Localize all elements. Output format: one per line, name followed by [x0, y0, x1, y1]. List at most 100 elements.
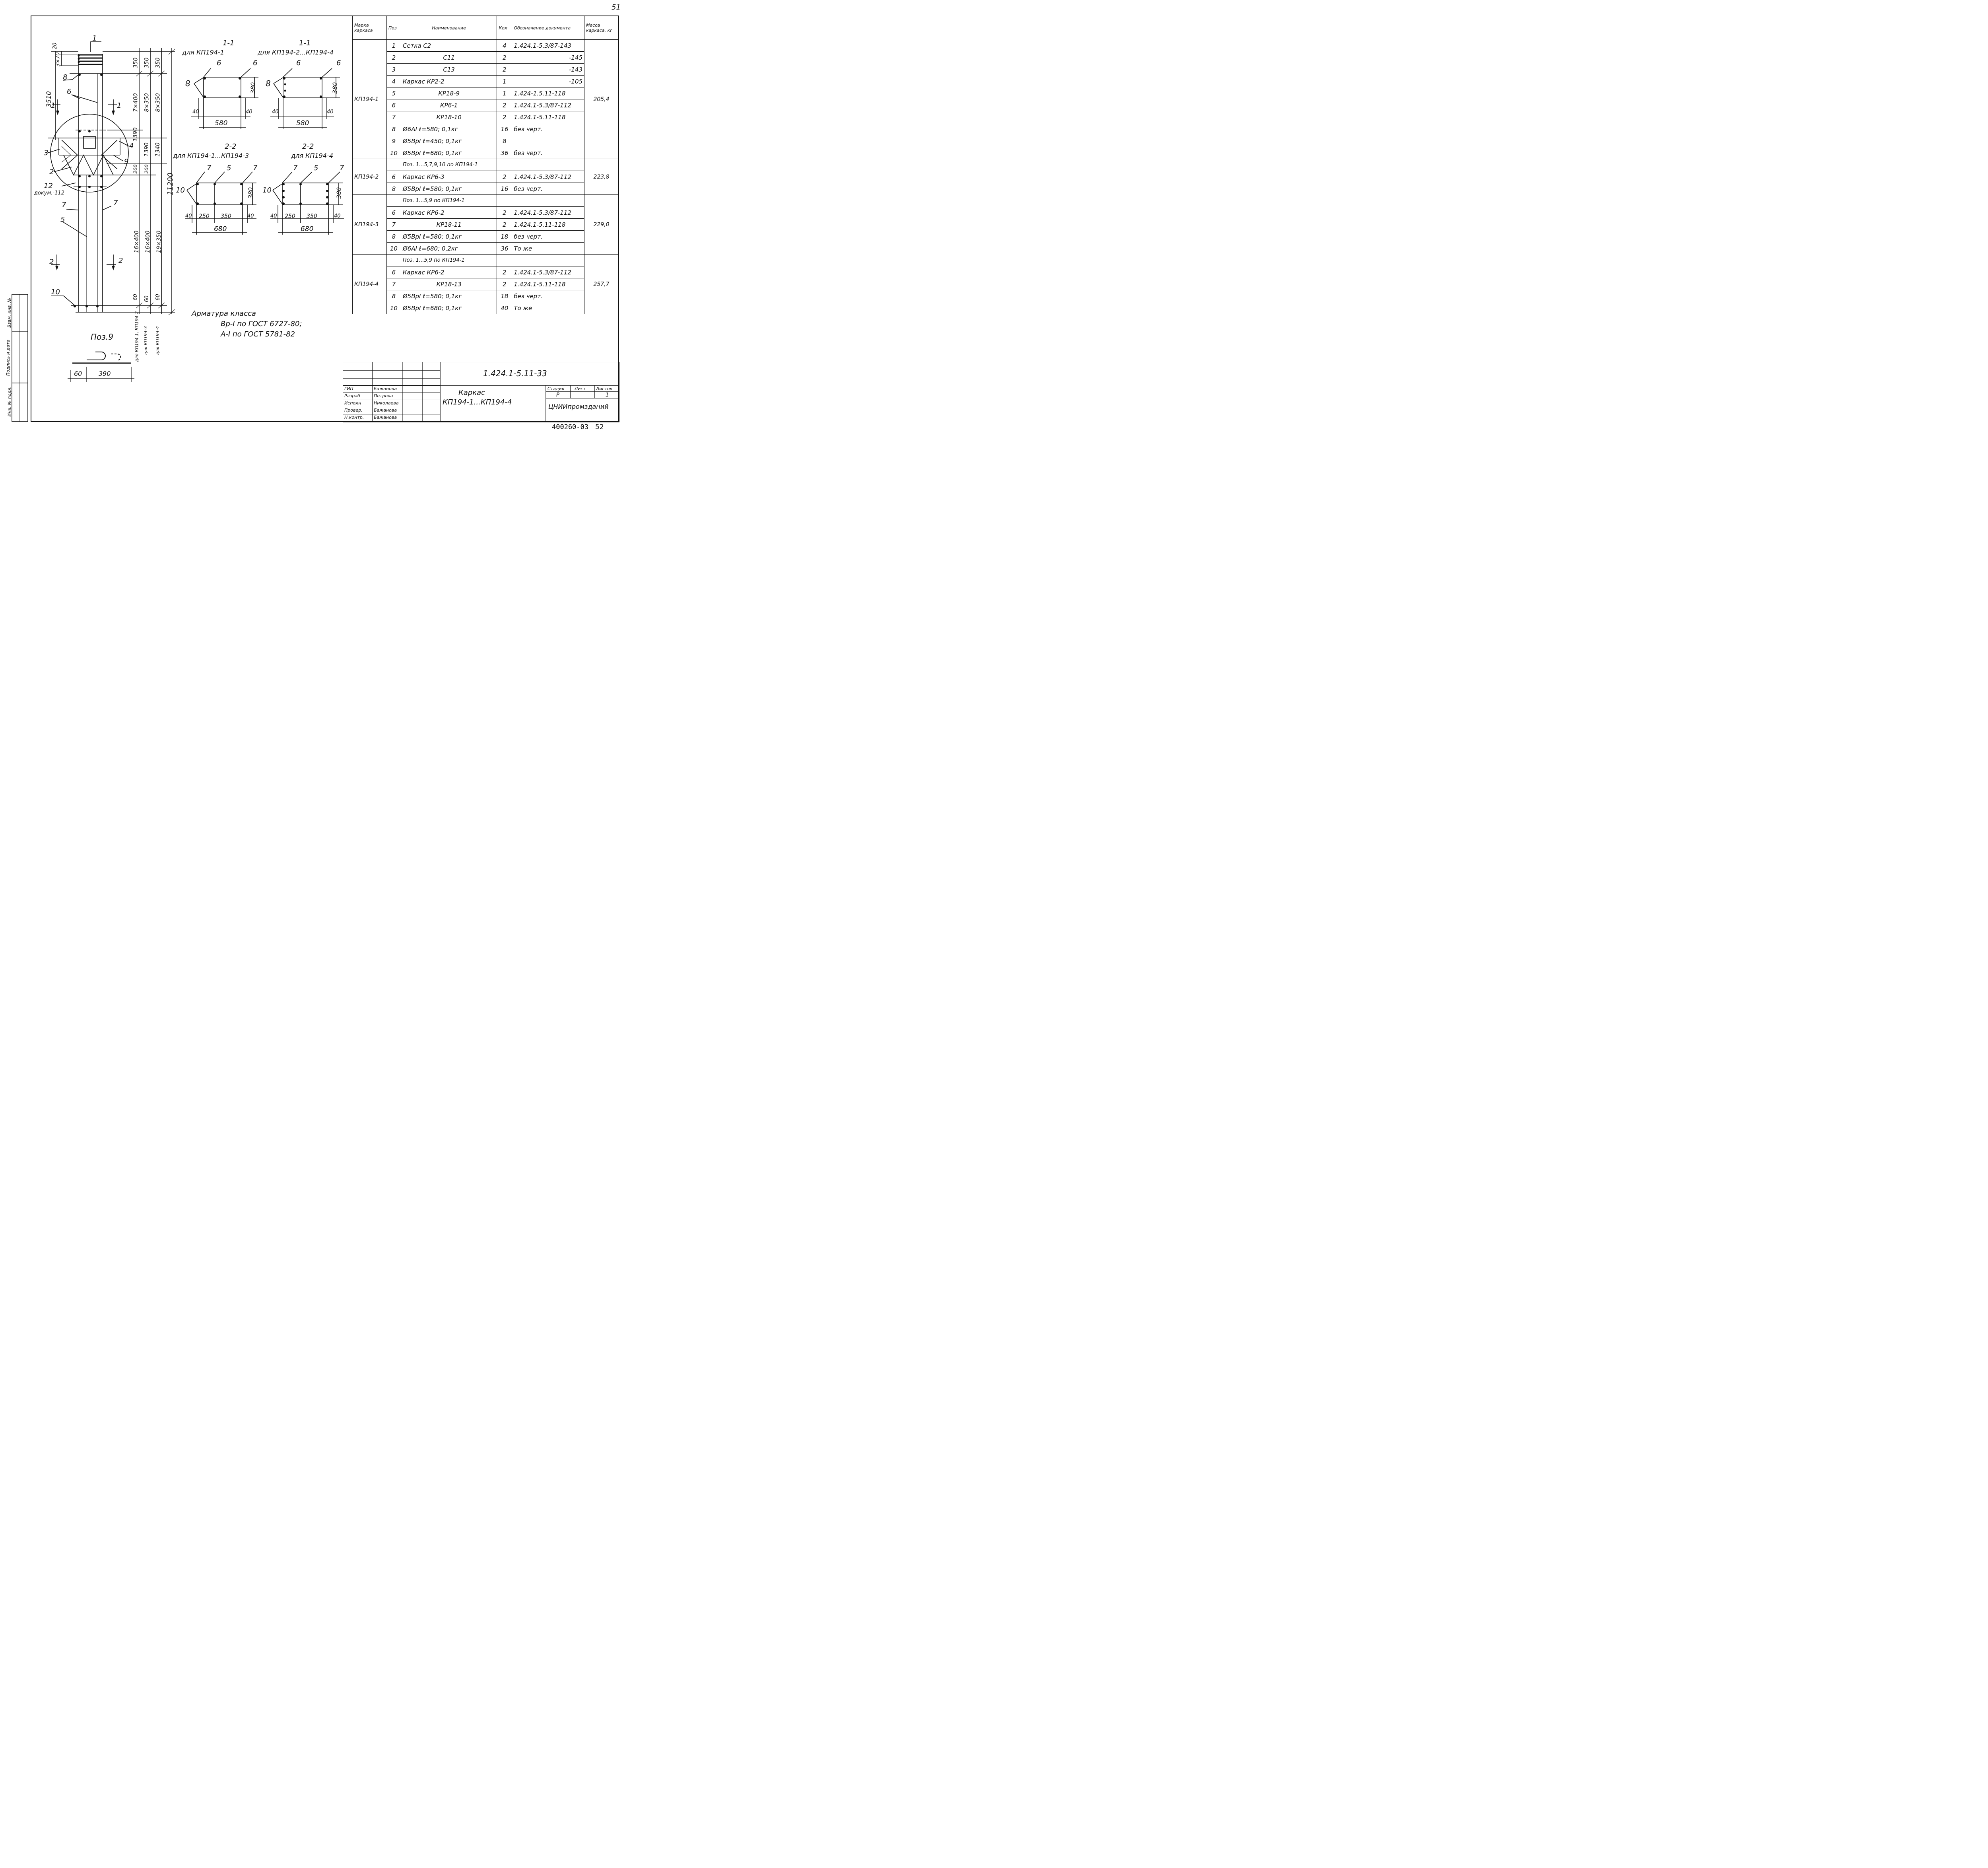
- cell-doc: 1.424.1-5.11-118: [512, 218, 585, 231]
- cell-qty: 18: [497, 290, 513, 302]
- note-rebar-a1: А-I по ГОСТ 5781-82: [221, 330, 295, 338]
- cell-doc: без черт.: [512, 230, 585, 243]
- cell-pos: 2: [386, 51, 401, 64]
- column-label-kp194-3: для КП194-3: [143, 326, 148, 355]
- cell-pos: 7: [386, 218, 401, 231]
- sec-c-dim-40-right: 40: [247, 213, 254, 219]
- cell-name: С11: [400, 51, 497, 64]
- cell-name: КР6-1: [400, 99, 497, 111]
- section-1-left-mark: 1: [51, 101, 56, 110]
- frame-mark-cell: КП194-2: [352, 159, 387, 195]
- sec-c-dim-250: 250: [199, 213, 210, 220]
- signature-row-line: [343, 400, 440, 407]
- cell-doc: без черт.: [512, 183, 585, 195]
- cell-doc: 1.424.1-5.3/87-112: [512, 99, 585, 111]
- spec-header-row: Марка каркаса Поз Наименование Кол Обозн…: [352, 16, 619, 40]
- cell-doc: 1.424.1-5.3/87-112: [512, 266, 585, 278]
- sec-d-lbl7-left: 7: [293, 164, 298, 172]
- sec-c-dim-680: 680: [214, 225, 227, 233]
- pos-9-label: 9: [124, 157, 129, 166]
- cell-name: Поз. 1...5,9 по КП194-1: [400, 254, 497, 266]
- footer-page: 52: [595, 423, 604, 431]
- cell-qty: 18: [497, 230, 513, 243]
- pos-7-right-label: 7: [113, 199, 118, 207]
- signature-role: Исполн: [344, 400, 361, 406]
- dim-60-b: 60: [144, 295, 150, 302]
- sec-b-lbl6-right: 6: [336, 59, 341, 67]
- cell-name: Ø5ВрI ℓ=680; 0,1кг: [400, 302, 497, 314]
- section-2-2-a-title: 2-2: [225, 142, 237, 151]
- document-reference: докум.-112: [34, 190, 64, 196]
- sec-d-dim-40-left: 40: [270, 213, 277, 219]
- cell-pos: 6: [386, 266, 401, 278]
- cell-pos: 10: [386, 302, 401, 314]
- cell-pos: 3: [386, 63, 401, 76]
- cell-qty: 40: [497, 302, 513, 314]
- cell-doc: без черт.: [512, 147, 585, 159]
- cell-qty: 2: [497, 111, 513, 123]
- cell-doc: 1.424.1-5.11-118: [512, 111, 585, 123]
- pos-1-label: 1: [92, 34, 97, 43]
- header-qty: Кол: [497, 16, 513, 40]
- cell-qty: 2: [497, 63, 513, 76]
- section-2-2-a-subtitle: для КП194-1...КП194-3: [173, 152, 249, 159]
- signature-name: Бажанова: [374, 408, 397, 413]
- sec-b-lbl6-left: 6: [296, 59, 301, 67]
- cell-doc: 1.424.1-5.11-118: [512, 278, 585, 290]
- dim-60-c: 60: [155, 294, 161, 301]
- cell-pos: 4: [386, 75, 401, 87]
- pos-4-label: 4: [129, 142, 134, 150]
- cell-doc: 1.424.1-5.3/87-112: [512, 171, 585, 183]
- cell-doc: [512, 135, 585, 147]
- sec-a-dim-40-left: 40: [192, 109, 199, 115]
- cell-pos: [386, 194, 401, 207]
- cell-pos: 5: [386, 87, 401, 99]
- signature-role: Провер.: [344, 408, 363, 413]
- frame-mass-cell: 257,7: [584, 254, 619, 314]
- cell-name: Ø5ВрI ℓ=450; 0,1кг: [400, 135, 497, 147]
- header-doc: Обозначение документа: [512, 16, 585, 40]
- stage-value: Р: [556, 392, 559, 398]
- pos-10-label: 10: [51, 288, 60, 296]
- signature-role: Разраб: [344, 393, 360, 398]
- note-rebar-vr1: Вр-I по ГОСТ 6727-80;: [221, 320, 302, 328]
- cell-doc: 1.424.1-5.3/87-112: [512, 206, 585, 219]
- cell-qty: 1: [497, 87, 513, 99]
- signature-row-line: [343, 385, 440, 393]
- cell-name: Ø5ВрI ℓ=580; 0,1кг: [400, 183, 497, 195]
- section-1-1-b-subtitle: для КП194-2...КП194-4: [258, 49, 334, 56]
- cell-name: КР18-11: [400, 218, 497, 231]
- stage-header: Стадия: [547, 386, 565, 391]
- cell-qty: 36: [497, 242, 513, 255]
- cell-pos: [386, 254, 401, 266]
- cell-name: Каркас КР6-2: [400, 206, 497, 219]
- document-code: 1.424.1-5.11-33: [483, 369, 547, 378]
- pos9-dim-60: 60: [74, 370, 82, 377]
- cell-qty: 4: [497, 39, 513, 52]
- pos-3-label: 3: [44, 149, 49, 157]
- cell-doc: без черт.: [512, 123, 585, 135]
- cell-qty: 2: [497, 206, 513, 219]
- header-mass: Масса каркаса, кг: [584, 16, 619, 40]
- pos-6-label: 6: [67, 87, 72, 96]
- signature-row-line: [343, 407, 440, 414]
- cell-name: С13: [400, 63, 497, 76]
- pos9-title: Поз.9: [91, 332, 113, 342]
- sec-c-dim-350: 350: [221, 213, 231, 220]
- cell-qty: 16: [497, 123, 513, 135]
- cell-doc: -143: [512, 63, 585, 76]
- section-1-1-b-title: 1-1: [299, 39, 311, 47]
- archive-number: 400260-03: [552, 423, 589, 431]
- cell-name: Каркас КР6-2: [400, 266, 497, 278]
- cell-pos: 7: [386, 278, 401, 290]
- sheets-value: 1: [606, 392, 609, 398]
